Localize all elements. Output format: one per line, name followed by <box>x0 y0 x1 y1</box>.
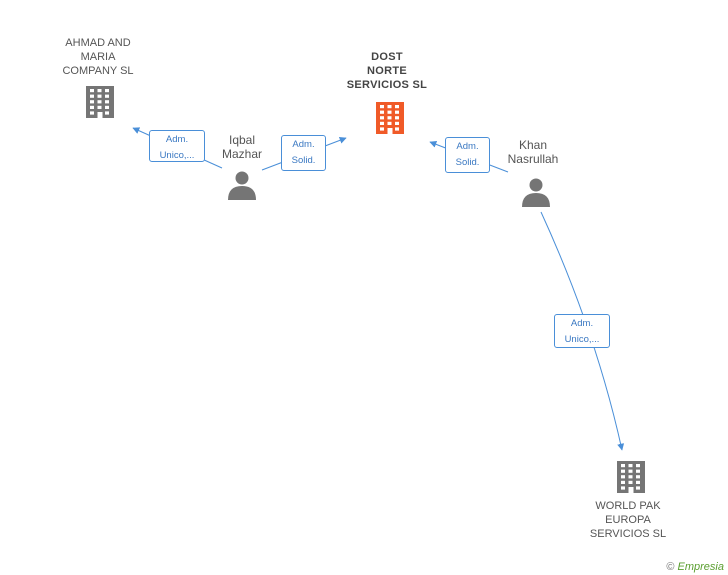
person-khan-icon[interactable] <box>522 178 550 208</box>
person-iqbal-icon[interactable] <box>228 171 256 201</box>
watermark: © Empresia <box>666 561 724 573</box>
relation-label-khan-worldpak[interactable]: Adm. Unico,... <box>554 314 610 348</box>
building-dost-icon[interactable] <box>376 102 404 134</box>
relation-label-iqbal-dost[interactable]: Adm. Solid. <box>281 135 326 171</box>
copyright-symbol: © <box>666 561 675 573</box>
relation-label-khan-dost[interactable]: Adm. Solid. <box>445 137 490 173</box>
building-worldpak-icon[interactable] <box>617 461 645 493</box>
person-label-khan[interactable]: Khan Nasrullah <box>507 138 559 166</box>
company-label-worldpak[interactable]: WORLD PAK EUROPA SERVICIOS SL <box>589 500 667 540</box>
company-label-dost[interactable]: DOST NORTE SERVICIOS SL <box>346 51 428 91</box>
building-ahmad-icon[interactable] <box>86 86 114 118</box>
person-label-iqbal[interactable]: Iqbal Mazhar <box>221 133 262 161</box>
relation-label-iqbal-ahmad[interactable]: Adm. Unico,... <box>149 130 205 162</box>
company-label-ahmad[interactable]: AHMAD AND MARIA COMPANY SL <box>62 37 134 77</box>
brand-name: Empresia <box>677 561 724 573</box>
